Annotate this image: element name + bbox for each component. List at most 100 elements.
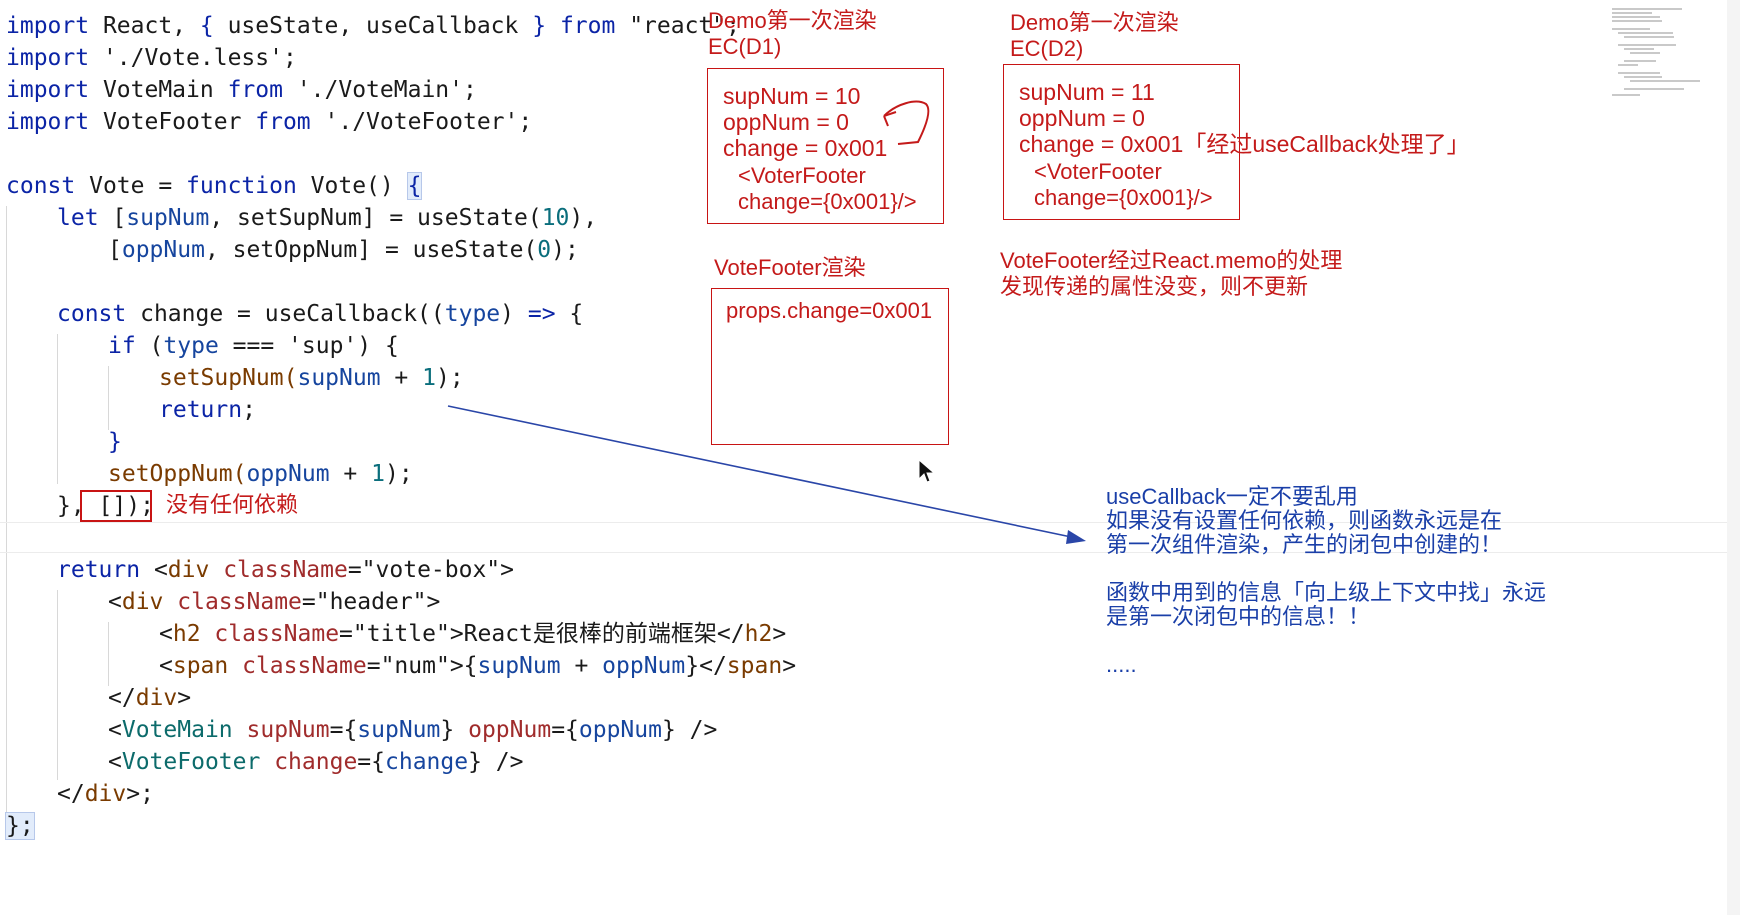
tok: ( (135, 333, 164, 359)
kw: if (108, 333, 136, 359)
attr: oppNum (468, 717, 552, 743)
tok: ={ (357, 749, 385, 775)
num: 1 (371, 461, 385, 487)
code-line-18: return <div className="vote-box"> (57, 554, 514, 586)
minimap-line (1624, 76, 1662, 78)
tok: >; (126, 781, 154, 807)
indent-guide (57, 590, 58, 780)
tok: ="title">React是很棒的前端框架</ (339, 621, 745, 647)
tok: div (121, 589, 164, 615)
tok: h2 (744, 621, 773, 647)
d2-box-footer: <VoterFooter change={0x001}/> (1034, 159, 1213, 210)
tok: VoteMain (89, 77, 228, 103)
tok: < (108, 589, 122, 615)
tok: + (560, 653, 603, 679)
d2-ec: EC(D2) (1010, 36, 1084, 61)
tok: oppNum (578, 717, 662, 743)
indent-guide (6, 206, 7, 816)
tok: }</ (685, 653, 727, 679)
brace-highlight: { (406, 172, 423, 200)
no-deps-note: 没有任何依赖 (166, 492, 299, 517)
tok: + (380, 365, 423, 391)
minimap-line (1618, 64, 1638, 66)
tok: div (135, 685, 178, 711)
code-line-2: import './Vote.less'; (6, 42, 297, 74)
tok (201, 621, 215, 647)
tok: ={ (329, 717, 358, 743)
tok: supNum (357, 717, 441, 743)
code-line-24: <VoteFooter change={change} /> (108, 746, 523, 778)
footer-render-box (711, 288, 949, 445)
tok (546, 13, 560, 39)
tok: ); (551, 237, 579, 263)
memo-note-line-2: 发现传递的属性没变，则不更新 (1000, 274, 1309, 299)
kw: const (6, 173, 76, 199)
kw: import (6, 45, 90, 71)
d1-title: Demo第一次渲染 (708, 8, 877, 33)
mouse-cursor-icon (918, 459, 936, 483)
minimap-line (1612, 20, 1662, 22)
loop-arrow-icon (883, 100, 930, 145)
tok: </ (108, 685, 136, 711)
tok: } /> (468, 749, 524, 775)
tok: > (177, 685, 192, 711)
tok: supNum (297, 365, 381, 391)
tok: oppNum (602, 653, 686, 679)
tok: VoteFooter (121, 749, 261, 775)
tok: > (782, 653, 797, 679)
code-line-15: setOppNum(oppNum + 1); (108, 458, 413, 490)
vertical-scrollbar[interactable] (1727, 0, 1740, 915)
tok (163, 589, 177, 615)
tok: oppNum (246, 461, 330, 487)
tok: span (726, 653, 783, 679)
d1-box-vars: supNum = 10 oppNum = 0 change = 0x001 (723, 83, 888, 161)
code-line-1: import React, { useState, useCallback } … (6, 10, 740, 42)
tok: , setOppNum] = useState( (204, 237, 538, 263)
tok: { (199, 13, 214, 39)
tok (228, 653, 242, 679)
tok: { (555, 301, 584, 327)
tok: './VoteMain'; (282, 77, 477, 103)
code-line-11: if (type === 'sup') { (108, 330, 399, 362)
blue-note-1: useCallback一定不要乱用 (1106, 484, 1358, 509)
d1-box-footer: <VoterFooter change={0x001}/> (738, 163, 917, 214)
minimap-line (1612, 8, 1682, 10)
minimap-line (1624, 60, 1656, 62)
tok: useState, useCallback (213, 13, 533, 39)
tok: change = useCallback(( (126, 301, 445, 327)
minimap-line (1624, 88, 1684, 90)
kw: const (57, 301, 127, 327)
tok: } /> (661, 717, 718, 743)
tok: ; (242, 397, 256, 423)
code-line-19: <div className="header"> (108, 586, 440, 618)
indent-guide (57, 334, 58, 484)
minimap-line (1618, 32, 1673, 34)
deps-array: []); (84, 493, 154, 519)
code-line-12: setSupNum(supNum + 1); (159, 362, 464, 394)
editor-minimap[interactable] (1612, 6, 1724, 96)
tok: React, (89, 13, 200, 39)
tok: Vote = (75, 173, 187, 199)
deps-highlight-box (80, 490, 152, 522)
blue-note-6: ..... (1106, 652, 1137, 677)
kw: import (6, 109, 90, 135)
tok: setSupNum( (159, 365, 298, 391)
kw: return (159, 397, 243, 423)
kw: return (57, 557, 141, 583)
attr: className (242, 653, 367, 679)
code-line-20: <h2 className="title">React是很棒的前端框架</h2> (159, 618, 786, 650)
attr: supNum (246, 717, 330, 743)
tok: > (772, 621, 787, 647)
attr: className (214, 621, 340, 647)
kw: let (57, 205, 99, 231)
tok: h2 (172, 621, 201, 647)
minimap-line (1618, 72, 1660, 74)
code-line-8: [oppNum, setOppNum] = useState(0); (108, 234, 579, 266)
tok: div (84, 781, 127, 807)
footer-render-props: props.change=0x001 (726, 298, 933, 323)
tok: VoteMain (121, 717, 233, 743)
tok: type (444, 301, 501, 327)
tok: } (440, 717, 469, 743)
d1-box (707, 68, 944, 224)
